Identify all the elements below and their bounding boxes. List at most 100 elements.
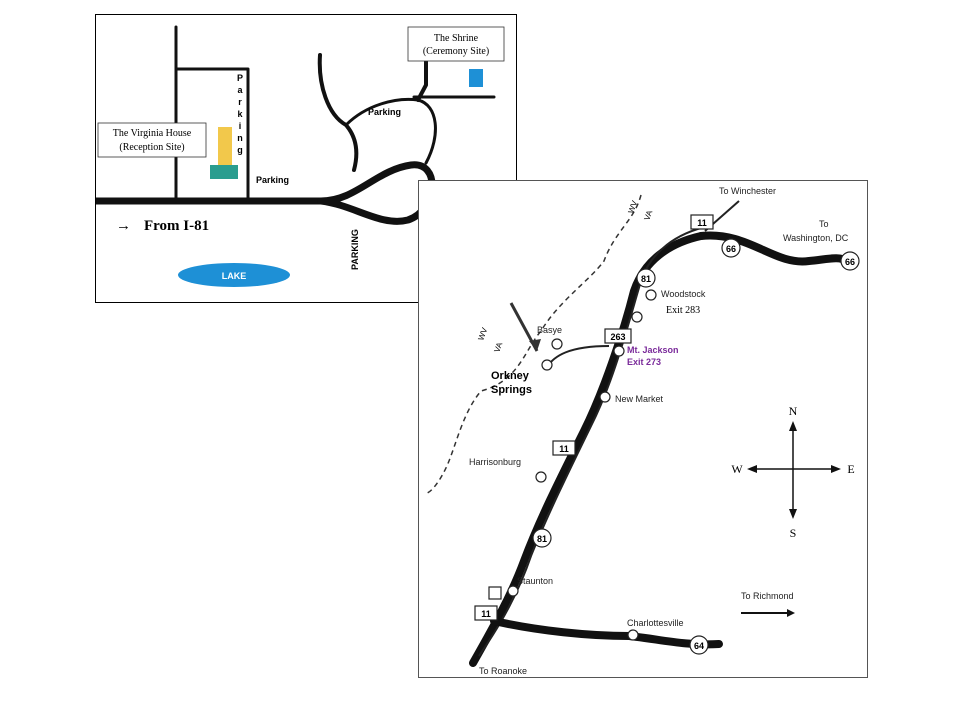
shield-circle: [840, 251, 860, 271]
compass-west-arrow: [747, 465, 757, 473]
shield-label: 81: [537, 534, 547, 544]
parking-letter: g: [237, 145, 243, 155]
parking-letter: i: [239, 121, 242, 131]
shrine-label-box: [407, 26, 505, 62]
parking-top-label: Parking: [368, 107, 401, 117]
compass-north-arrow: [789, 421, 797, 431]
shrine-label-title: The Shrine: [434, 33, 479, 44]
interstate-64: [490, 617, 723, 649]
virginia-house-marker: [218, 127, 232, 165]
shield-label: 64: [694, 641, 704, 651]
compass-rose: N S W E: [731, 404, 854, 540]
to-richmond-label: To Richmond: [741, 591, 794, 601]
compass-e: E: [847, 462, 854, 476]
exit-283-label: Exit 283: [666, 305, 700, 316]
charlottesville-label: Charlottesville: [627, 618, 684, 628]
virginia-house-label-box: [97, 122, 207, 158]
parking-letter: a: [237, 85, 243, 95]
to-washington-label-1: To: [819, 219, 829, 229]
new-market-exit-circle: [599, 391, 611, 403]
regional-map: 11 66 66 81 263 11 81 11: [418, 180, 868, 678]
woodstock-label: Woodstock: [661, 289, 706, 299]
shrine-label-subtitle: (Ceremony Site): [423, 46, 489, 57]
route-11-low-shield: 11: [474, 605, 498, 621]
route-81-top-shield: 81: [636, 268, 656, 288]
compass-w: W: [731, 462, 743, 476]
from-i81-arrow: →: [116, 218, 131, 234]
route-11-top-shield: 11: [690, 214, 714, 230]
parking-letter: P: [237, 73, 243, 83]
regional-map-canvas: 11 66 66 81 263 11 81 11: [423, 186, 860, 676]
new-market-label: New Market: [615, 394, 664, 404]
parking-vertical-label: P a r k i n g: [237, 73, 244, 155]
shield-box: [604, 328, 632, 344]
interstate-66: [697, 231, 851, 266]
shield-label: 263: [610, 332, 625, 342]
parking-rotated-label: PARKING: [350, 229, 360, 270]
exit-circle: [631, 311, 643, 323]
basye-label: Basye: [537, 325, 562, 335]
parking-road: [174, 67, 250, 203]
staunton-label: Staunton: [517, 576, 553, 586]
harrisonburg-label: Harrisonburg: [469, 457, 521, 467]
shield-box: [552, 440, 576, 456]
detail-map-canvas: LAKE The Shrine (Ceremony Site) The Virg…: [96, 25, 505, 287]
charlottesville-circle: [627, 629, 639, 641]
shield-label: 11: [697, 218, 707, 228]
route-64-shield: 64: [689, 635, 709, 655]
to-roanoke-label: To Roanoke: [479, 666, 527, 676]
lake-shape: [178, 263, 290, 287]
wv-label-left: WV: [476, 326, 489, 342]
lake-label: LAKE: [222, 271, 247, 281]
virginia-house-base: [210, 165, 238, 179]
state-border: [423, 194, 642, 495]
shield-circle: [636, 268, 656, 288]
interstate-81: [469, 232, 705, 667]
from-i81-label: From I-81: [144, 218, 209, 234]
route-263-shield: 263: [604, 328, 632, 344]
shield-circle: [532, 528, 552, 548]
to-winchester-label: To Winchester: [719, 186, 776, 196]
pointer-arrowhead: [529, 339, 541, 351]
route-81-mid-shield: 81: [532, 528, 552, 548]
parking-letter: r: [238, 97, 242, 107]
va-label-left: VA: [492, 341, 504, 354]
parking-left-label: Parking: [256, 175, 289, 185]
mt-jackson-exit-circle: [613, 345, 625, 357]
exit-273-label: Exit 273: [627, 357, 661, 367]
orkney-springs-label-1: Orkney: [491, 370, 530, 382]
virginia-house-label-subtitle: (Reception Site): [119, 142, 184, 153]
wv-label-top: WV: [626, 199, 639, 215]
mt-jackson-label: Mt. Jackson: [627, 345, 679, 355]
route-11-road: [478, 225, 710, 657]
detail-map: LAKE The Shrine (Ceremony Site) The Virg…: [95, 14, 517, 303]
staunton-exit-circle: [507, 585, 519, 597]
orkney-springs-circle: [541, 359, 553, 371]
shrine-marker: [469, 69, 483, 87]
parking-letter: n: [237, 133, 243, 143]
shield-box: [690, 214, 714, 230]
upper-left-road: [317, 53, 359, 172]
loop-road: [317, 161, 436, 225]
shield-label: 11: [559, 444, 569, 454]
shield-box: [474, 605, 498, 621]
compass-south-arrow: [789, 509, 797, 519]
compass-n: N: [789, 404, 798, 418]
va-label-top: VA: [642, 209, 654, 222]
compass-s: S: [790, 526, 797, 540]
basye-circle: [551, 338, 563, 350]
route-66-shield-a: 66: [721, 238, 741, 258]
shield-circle: [689, 635, 709, 655]
shield-label: 81: [641, 274, 651, 284]
route-11-mid-shield: 11: [552, 440, 576, 456]
shield-label: 66: [726, 244, 736, 254]
harrisonburg-exit-circle: [535, 471, 547, 483]
compass-east-arrow: [831, 465, 841, 473]
parking-letter: k: [237, 109, 243, 119]
virginia-house-label-title: The Virginia House: [113, 128, 192, 139]
woodstock-exit-circle: [645, 289, 657, 301]
orkney-springs-label-2: Springs: [491, 384, 532, 396]
richmond-arrowhead: [787, 609, 795, 617]
to-washington-label-2: Washington, DC: [783, 233, 849, 243]
shield-circle: [721, 238, 741, 258]
